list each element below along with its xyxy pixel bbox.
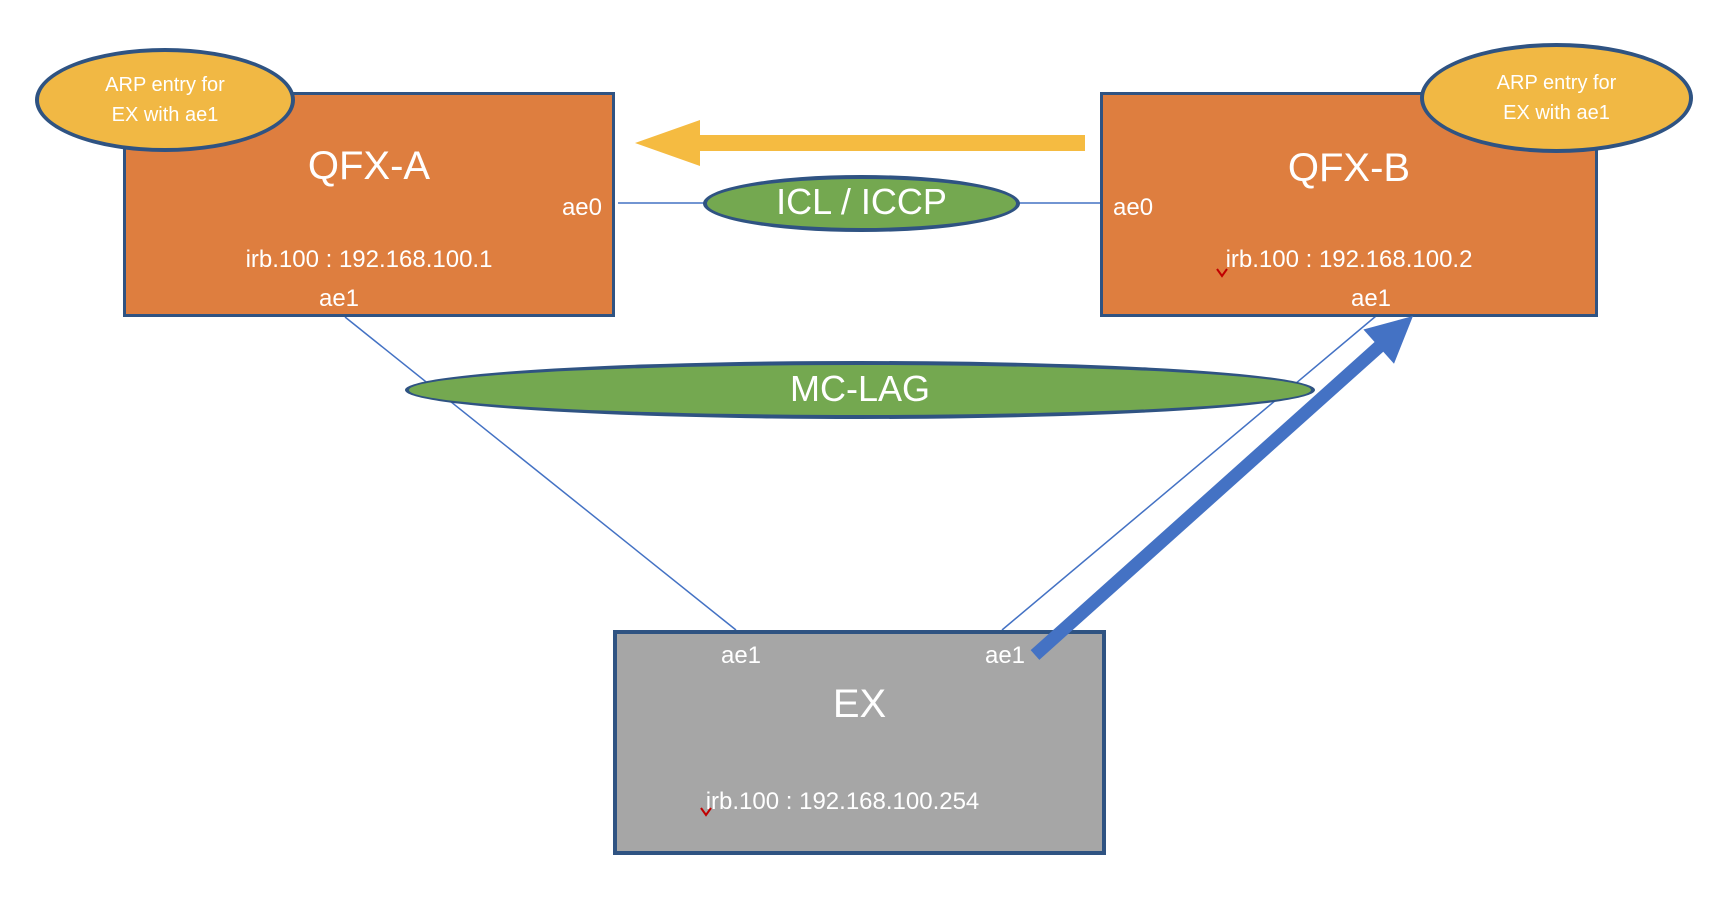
node-ex: EX irb.100 : 192.168.100.254 ae1 ae1	[613, 630, 1106, 855]
arp-entry-left-text: ARP entry for EX with ae1	[105, 70, 225, 130]
arp-right-line2: EX with ae1	[1503, 102, 1610, 124]
icl-iccp-text: ICL / ICCP	[776, 181, 947, 222]
qfx-b-title: QFX-B	[1287, 146, 1411, 190]
qfx-b-irb-address: irb.100 : 192.168.100.2	[1225, 246, 1473, 273]
ex-port-ae1-right: ae1	[984, 642, 1026, 669]
node-qfx-a: QFX-A irb.100 : 192.168.100.1 ae0 ae1	[123, 92, 615, 317]
qfx-b-port-ae0: ae0	[1113, 194, 1154, 221]
ex-irb-address: irb.100 : 192.168.100.254	[705, 788, 980, 815]
arp-sync-arrow	[635, 120, 1085, 166]
qfx-b-port-ae1: ae1	[1350, 285, 1392, 312]
arp-right-line1: ARP entry for	[1496, 72, 1617, 94]
mc-lag-text: MC-LAG	[789, 367, 930, 409]
qfx-a-irb-address: irb.100 : 192.168.100.1	[245, 246, 493, 273]
qfx-a-port-ae0: ae0	[561, 194, 602, 221]
qfx-a-title: QFX-A	[307, 144, 431, 188]
traffic-arrow-head	[1363, 316, 1413, 364]
arp-entry-right-text: ARP entry for EX with ae1	[1497, 68, 1617, 128]
arp-left-line2: EX with ae1	[111, 104, 219, 126]
callout-arp-entry-right: ARP entry for EX with ae1	[1420, 43, 1693, 153]
qfx-a-port-ae1: ae1	[318, 285, 360, 312]
arp-left-line1: ARP entry for	[105, 74, 225, 96]
ex-title: EX	[832, 682, 887, 726]
label-mc-lag: MC-LAG	[405, 361, 1315, 419]
callout-arp-entry-left: ARP entry for EX with ae1	[35, 48, 295, 152]
label-icl-iccp: ICL / ICCP	[703, 175, 1020, 232]
ex-port-ae1-left: ae1	[720, 642, 762, 669]
